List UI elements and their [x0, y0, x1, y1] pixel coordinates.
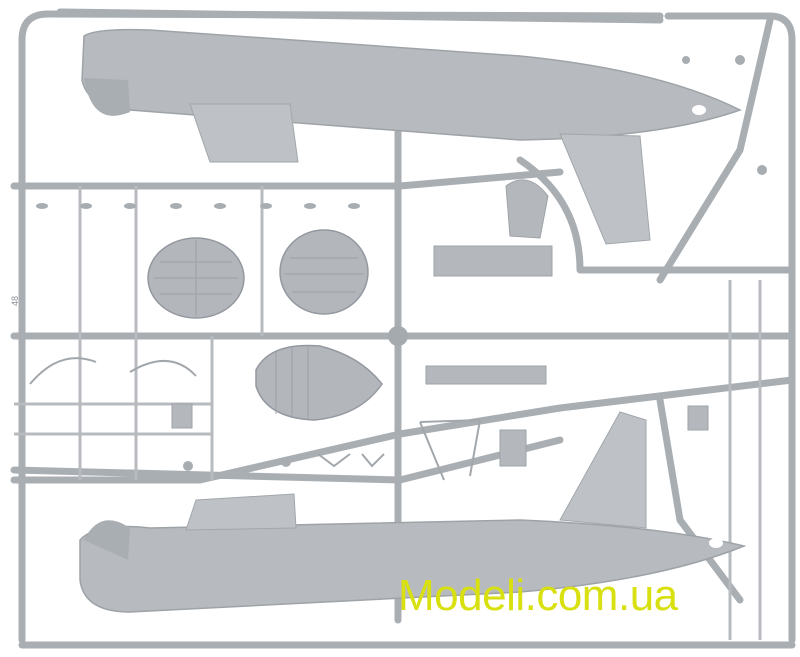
small-block-1	[687, 405, 709, 431]
runner-right-inner	[656, 16, 774, 284]
panel-strip-1	[433, 245, 553, 277]
cockpit-floor-right	[279, 229, 369, 315]
runner-right-lower	[656, 396, 744, 604]
seat-detail	[499, 429, 527, 467]
sprue-number: 48	[10, 295, 20, 306]
cockpit-floor-left	[147, 237, 245, 319]
runner-lower	[10, 376, 796, 484]
panel-strip-2	[425, 365, 547, 385]
frame-top-rail	[56, 8, 664, 24]
small-block-2	[171, 403, 193, 429]
runner-diag-right	[516, 156, 796, 274]
cockpit-tub	[255, 344, 383, 421]
watermark-text: Modeli.com.ua	[398, 571, 678, 620]
frame-left-rail	[18, 10, 664, 644]
fuselage-top	[81, 28, 742, 245]
instrument-panel	[505, 179, 549, 239]
runner-upper	[10, 168, 564, 190]
frame-right-rail	[664, 12, 796, 644]
sprue-hub	[388, 326, 408, 346]
fuselage-bottom	[79, 411, 747, 613]
